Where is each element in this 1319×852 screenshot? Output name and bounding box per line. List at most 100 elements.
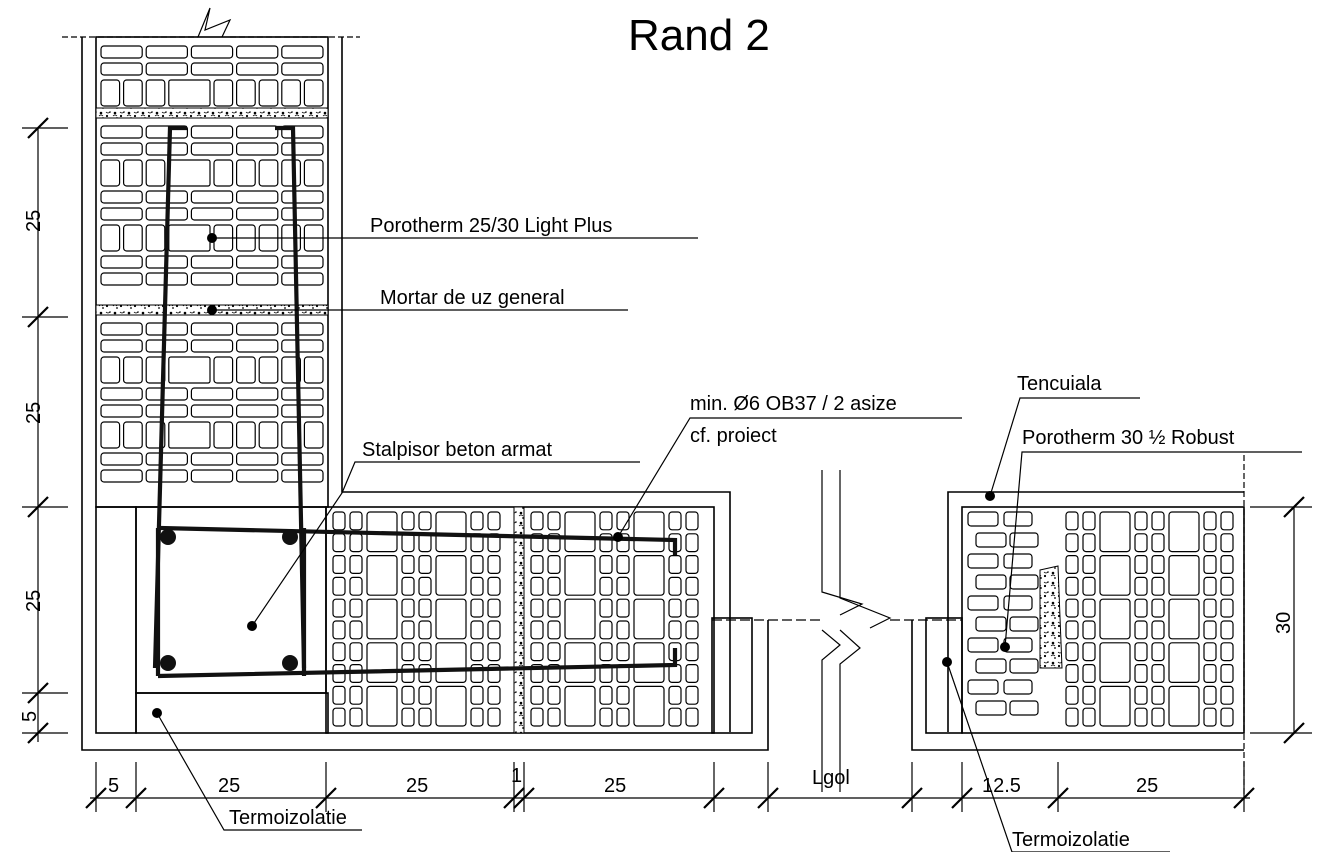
block-cell <box>401 598 415 618</box>
block-cell <box>487 685 501 705</box>
dim-left-2: 25 <box>23 402 45 424</box>
block-cell <box>547 511 561 531</box>
block-cell <box>100 62 143 76</box>
block-cell <box>1082 642 1096 662</box>
dim-right: 30 <box>1273 612 1295 634</box>
block-cell <box>401 511 415 531</box>
block-cell <box>349 511 363 531</box>
block-cell <box>1065 642 1079 662</box>
label-plaster: Tencuiala <box>1017 373 1102 395</box>
left-dimension-chain <box>22 117 68 744</box>
vertical-wall-blocks <box>95 36 329 508</box>
block-cell <box>1065 576 1079 596</box>
block-cell <box>122 224 143 252</box>
block-cell <box>145 452 188 466</box>
block-cell <box>1220 707 1234 727</box>
block-cell <box>1134 620 1148 640</box>
block-cell <box>236 356 256 384</box>
block-cell <box>145 79 166 107</box>
block-cell <box>616 576 630 596</box>
block-cell <box>190 142 234 156</box>
block-cell <box>1220 685 1234 705</box>
block-cell <box>418 707 432 727</box>
block-cell <box>1134 554 1148 574</box>
block-cell <box>1065 533 1079 553</box>
block-cell <box>1082 620 1096 640</box>
block-cell <box>633 598 665 640</box>
block-cell <box>685 598 699 618</box>
dim-bottom-2: 25 <box>218 775 240 797</box>
block-cell <box>599 554 613 574</box>
block-cell <box>668 598 682 618</box>
dim-left-3: 25 <box>23 590 45 612</box>
block-cell <box>564 598 596 640</box>
block-cell <box>1099 642 1131 683</box>
block-cell <box>685 642 699 662</box>
mortar-joint-vertical <box>513 506 525 734</box>
block-cell <box>967 511 999 527</box>
block-cell <box>1151 663 1165 683</box>
block-cell <box>487 642 501 662</box>
block-cell <box>1220 533 1234 553</box>
block-cell <box>668 620 682 640</box>
block-cell <box>100 125 143 139</box>
block-cell <box>1099 511 1131 553</box>
block-cell <box>349 620 363 640</box>
block-cell <box>100 79 121 107</box>
block-cell <box>303 421 324 449</box>
block-cell <box>487 620 501 640</box>
block-cell <box>145 469 188 483</box>
block-cell <box>401 642 415 662</box>
block-cell <box>1168 685 1200 727</box>
block-cell <box>1009 658 1039 674</box>
block-cell <box>122 159 143 187</box>
block-cell <box>258 421 279 449</box>
block-cell <box>685 685 699 705</box>
block-cell <box>547 707 561 727</box>
block-cell <box>349 554 363 574</box>
dim-bottom-4: 1 <box>511 765 522 787</box>
block-cell <box>470 685 484 705</box>
block-cell <box>685 576 699 596</box>
block-cell <box>633 642 665 683</box>
block-cell <box>168 224 211 252</box>
block-cell <box>967 595 999 611</box>
block-cell <box>975 574 1007 590</box>
block-cell <box>366 642 398 683</box>
block-cell <box>236 255 279 269</box>
block-cell <box>1203 576 1217 596</box>
block-cell <box>190 272 234 286</box>
block-cell <box>236 339 279 353</box>
block-cell <box>366 598 398 640</box>
block-cell <box>100 339 143 353</box>
block-cell <box>236 62 279 76</box>
block-cell <box>303 356 324 384</box>
block-cell <box>1220 642 1234 662</box>
block-cell <box>685 620 699 640</box>
mortar-joint-upper <box>95 107 329 119</box>
block-cell <box>145 159 166 187</box>
block-cell <box>1203 707 1217 727</box>
block-cell <box>967 679 999 695</box>
block-cell <box>236 272 279 286</box>
block-cell <box>258 356 279 384</box>
block-cell <box>190 255 234 269</box>
block-cell <box>236 207 279 221</box>
block-cell <box>332 511 346 531</box>
block-cell <box>1065 707 1079 727</box>
block-cell <box>547 598 561 618</box>
block-cell <box>1151 620 1165 640</box>
block-cell <box>281 322 324 336</box>
block-cell <box>1203 663 1217 683</box>
label-mortar: Mortar de uz general <box>380 287 565 309</box>
block-cell <box>1082 576 1096 596</box>
block-cell <box>633 685 665 727</box>
block-cell <box>281 190 324 204</box>
block-cell <box>401 707 415 727</box>
block-cell <box>145 142 188 156</box>
block-cell <box>1168 598 1200 640</box>
block-cell <box>1065 685 1079 705</box>
block-cell <box>401 685 415 705</box>
block-cell <box>975 658 1007 674</box>
block-cell <box>599 576 613 596</box>
